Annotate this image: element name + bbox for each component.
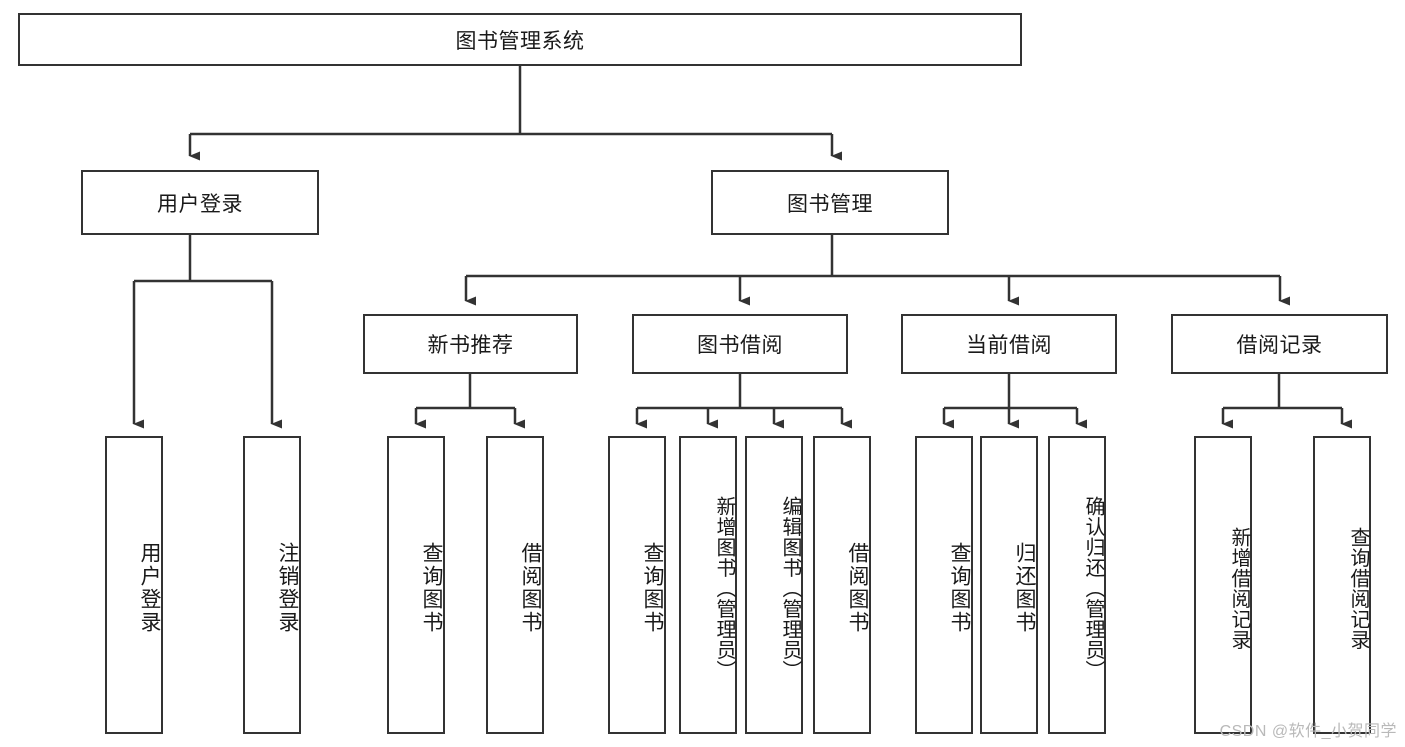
node-leaf-query-book-1[interactable]: 查询图书	[387, 436, 445, 734]
node-leaf-logout[interactable]: 注销登录	[243, 436, 301, 734]
node-leaf-user-login[interactable]: 用户登录	[105, 436, 163, 734]
node-leaf-add-record-label: 新增借阅记录	[1228, 526, 1250, 650]
node-book-borrow[interactable]: 图书借阅	[632, 314, 848, 374]
node-leaf-add-book[interactable]: 新增图书（管理员）	[679, 436, 737, 734]
node-leaf-add-record[interactable]: 新增借阅记录	[1194, 436, 1252, 734]
node-leaf-add-book-label: 新增图书（管理员）	[713, 495, 735, 681]
node-book-manage-label: 图书管理	[787, 192, 873, 216]
node-leaf-query-record[interactable]: 查询借阅记录	[1313, 436, 1371, 734]
node-leaf-return-book-label: 归还图书	[1013, 542, 1036, 634]
node-leaf-edit-book[interactable]: 编辑图书（管理员）	[745, 436, 803, 734]
node-user-login[interactable]: 用户登录	[81, 170, 319, 235]
node-borrow-record[interactable]: 借阅记录	[1171, 314, 1388, 374]
node-current-borrow[interactable]: 当前借阅	[901, 314, 1117, 374]
node-leaf-confirm-return[interactable]: 确认归还（管理员）	[1048, 436, 1106, 734]
node-leaf-borrow-book-1-label: 借阅图书	[519, 542, 542, 634]
node-leaf-query-book-2-label: 查询图书	[641, 542, 664, 634]
node-book-manage[interactable]: 图书管理	[711, 170, 949, 235]
node-leaf-query-book-3[interactable]: 查询图书	[915, 436, 973, 734]
node-new-book-recommend[interactable]: 新书推荐	[363, 314, 578, 374]
node-borrow-record-label: 借阅记录	[1236, 334, 1323, 357]
node-new-book-recommend-label: 新书推荐	[427, 334, 514, 357]
node-leaf-borrow-book-1[interactable]: 借阅图书	[486, 436, 544, 734]
node-leaf-borrow-book-2-label: 借阅图书	[846, 542, 869, 634]
node-leaf-query-book-2[interactable]: 查询图书	[608, 436, 666, 734]
node-root-label: 图书管理系统	[455, 29, 585, 53]
node-leaf-return-book[interactable]: 归还图书	[980, 436, 1038, 734]
node-leaf-confirm-return-label: 确认归还（管理员）	[1082, 495, 1104, 681]
node-leaf-borrow-book-2[interactable]: 借阅图书	[813, 436, 871, 734]
node-user-login-label: 用户登录	[157, 192, 243, 216]
node-root[interactable]: 图书管理系统	[18, 13, 1022, 66]
node-book-borrow-label: 图书借阅	[697, 334, 783, 357]
node-leaf-query-record-label: 查询借阅记录	[1347, 526, 1369, 650]
node-leaf-edit-book-label: 编辑图书（管理员）	[779, 495, 801, 681]
watermark-text: CSDN @软件_小贺同学	[1219, 723, 1397, 740]
node-leaf-query-book-1-label: 查询图书	[420, 542, 443, 634]
node-leaf-logout-label: 注销登录	[276, 542, 299, 634]
node-leaf-user-login-label: 用户登录	[138, 542, 161, 634]
node-leaf-query-book-3-label: 查询图书	[948, 542, 971, 634]
node-current-borrow-label: 当前借阅	[966, 334, 1052, 357]
